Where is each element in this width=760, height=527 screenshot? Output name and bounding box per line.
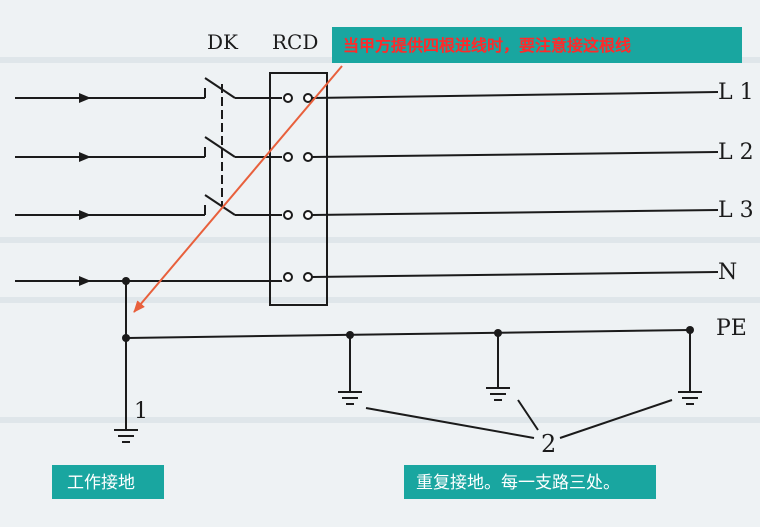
work-ground-text: 工作接地 xyxy=(67,473,135,493)
pe-label: PE xyxy=(716,316,747,341)
leader-lines xyxy=(365,399,673,439)
outgoing-lines xyxy=(311,91,719,278)
background-texture xyxy=(0,57,760,423)
rcd-label: RCD xyxy=(272,30,318,54)
repeat-ground-number: 2 xyxy=(541,430,556,458)
repeat-ground-callout: 重复接地。每一支路三处。 xyxy=(404,465,656,499)
work-ground-number: 1 xyxy=(134,399,148,424)
repeat-ground-text: 重复接地。每一支路三处。 xyxy=(416,473,620,493)
rcd-box xyxy=(269,72,328,306)
incoming-arrows xyxy=(55,93,91,286)
l3-label: L 3 xyxy=(718,198,754,223)
junction-dots xyxy=(122,277,694,342)
ground-symbol-repeat-1 xyxy=(338,391,362,405)
ground-symbol-repeat-3 xyxy=(678,391,702,405)
dk-label: DK xyxy=(207,30,239,54)
work-ground-callout: 工作接地 xyxy=(52,465,164,499)
dk-switch xyxy=(204,77,282,216)
ground-symbol-repeat-2 xyxy=(486,387,510,401)
top-note-text: 当甲方提供四根进线时，要注意接这根线 xyxy=(343,36,631,55)
pe-system xyxy=(125,281,691,430)
top-note-callout: 当甲方提供四根进线时，要注意接这根线 xyxy=(332,27,742,63)
l2-label: L 2 xyxy=(718,140,754,165)
l1-label: L 1 xyxy=(718,80,754,105)
n-label: N xyxy=(718,260,737,285)
incoming-lines xyxy=(15,97,282,282)
rcd-terminals xyxy=(283,93,313,282)
callout-pointer xyxy=(133,65,343,313)
ground-symbol-work xyxy=(114,429,138,443)
